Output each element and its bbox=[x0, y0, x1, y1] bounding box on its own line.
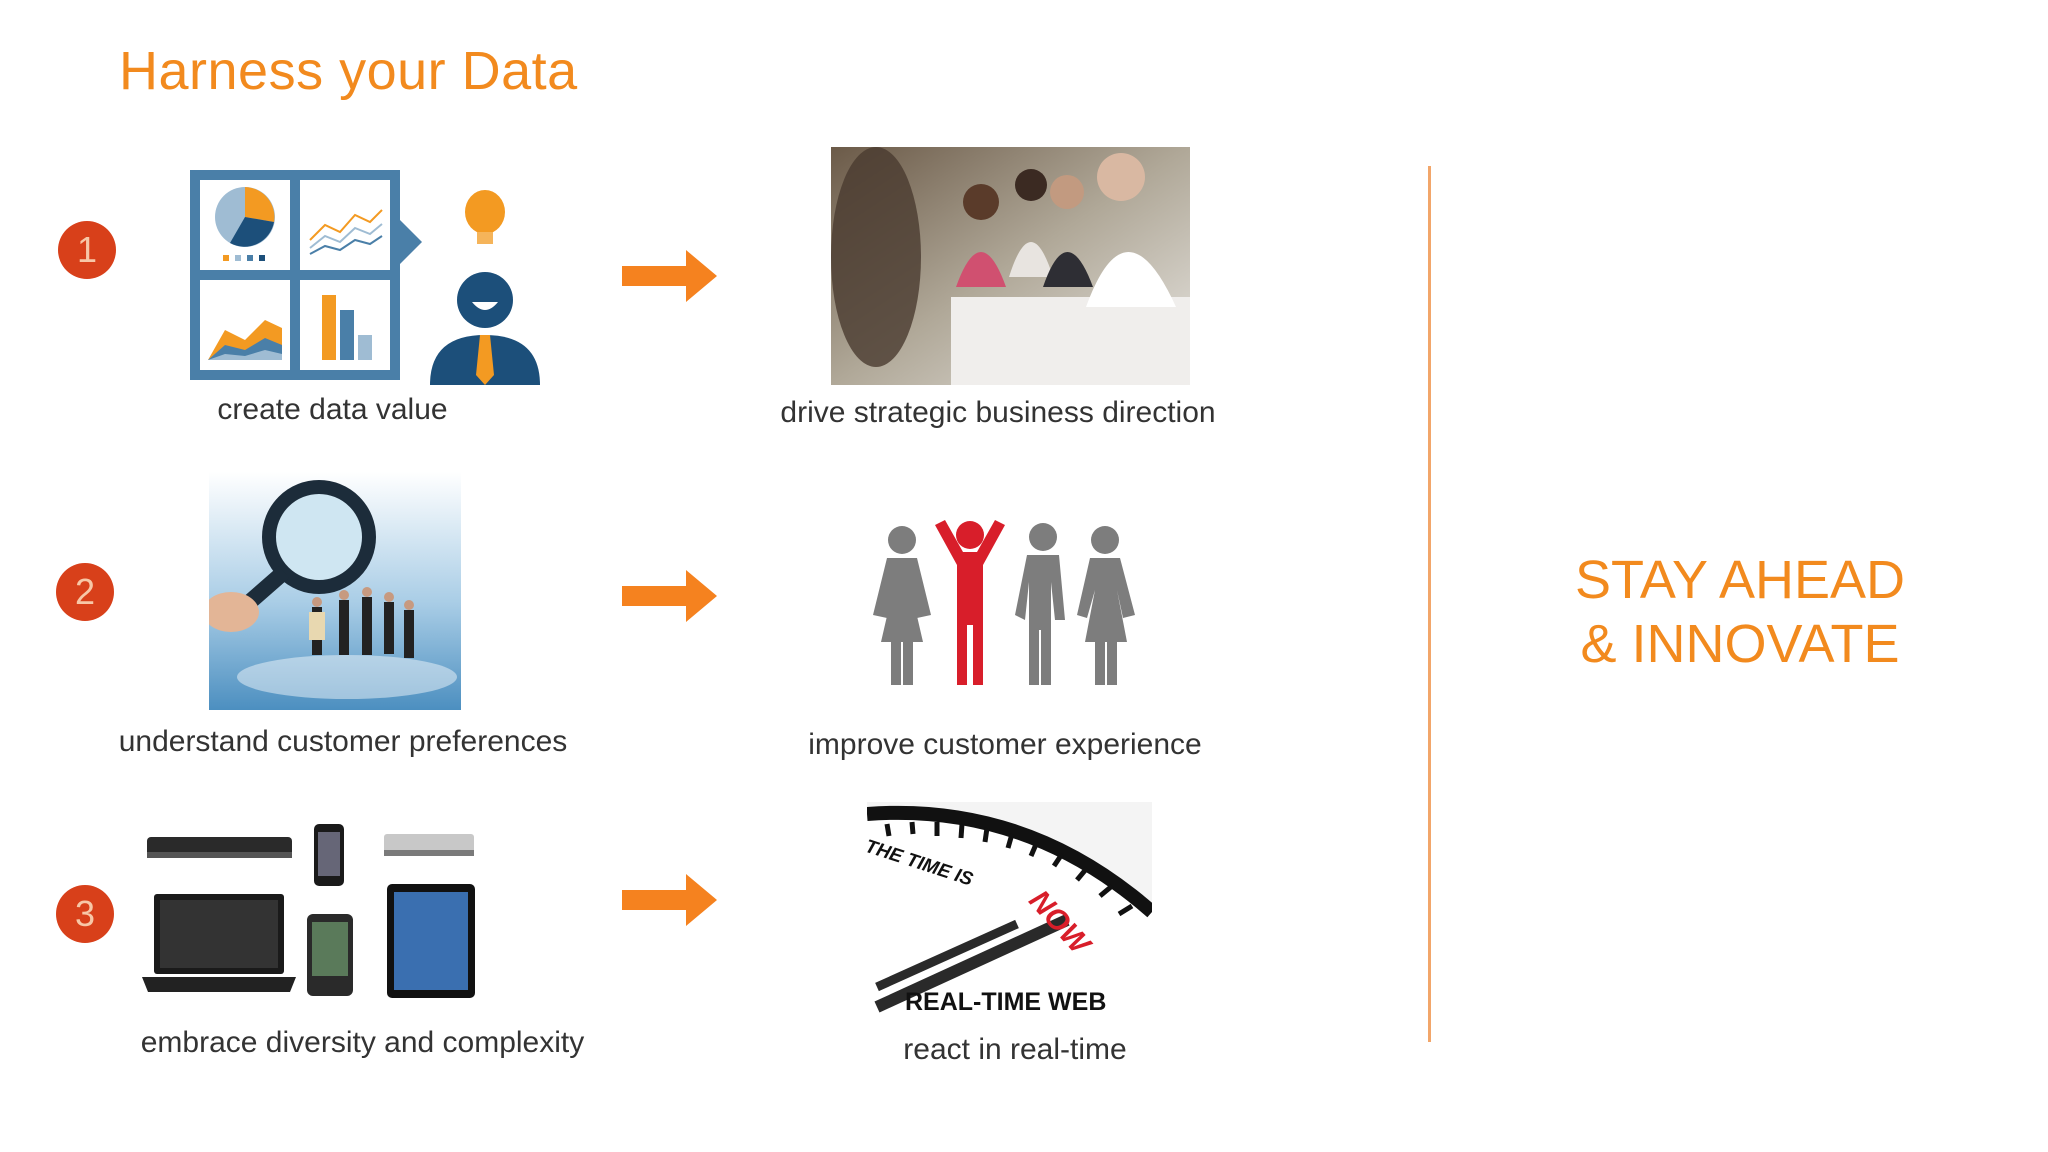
clock-footer-text: REAL-TIME WEB bbox=[905, 988, 1107, 1016]
magnifying-glass-business-photo bbox=[209, 472, 461, 710]
business-meeting-photo bbox=[831, 147, 1190, 385]
tagline: STAY AHEAD & INNOVATE bbox=[1560, 548, 1920, 676]
caption-embrace-diversity-and-complexity: embrace diversity and complexity bbox=[140, 1026, 585, 1059]
step-badge-2: 2 bbox=[56, 563, 114, 621]
slide-title: Harness your Data bbox=[119, 41, 578, 101]
caption-react-in-real-time: react in real-time bbox=[903, 1033, 1127, 1066]
caption-understand-customer-preferences: understand customer preferences bbox=[118, 725, 568, 758]
vertical-divider bbox=[1428, 166, 1431, 1042]
arrow-right-icon bbox=[622, 874, 717, 926]
arrow-right-icon bbox=[622, 250, 717, 302]
real-time-clock-image: THE TIME IS NOW REAL-TIME WEB bbox=[867, 802, 1152, 1020]
arrow-right-icon bbox=[622, 570, 717, 622]
step-badge-1: 1 bbox=[58, 221, 116, 279]
people-group-icon bbox=[865, 520, 1145, 690]
caption-drive-strategic-business-direction: drive strategic business direction bbox=[780, 396, 1216, 429]
tagline-line-2: & INNOVATE bbox=[1580, 614, 1900, 674]
tagline-line-1: STAY AHEAD bbox=[1574, 550, 1906, 610]
data-dashboard-illustration bbox=[190, 170, 550, 385]
devices-illustration bbox=[142, 822, 482, 1002]
step-badge-3: 3 bbox=[56, 885, 114, 943]
caption-create-data-value: create data value bbox=[217, 393, 448, 426]
caption-improve-customer-experience: improve customer experience bbox=[808, 728, 1202, 761]
